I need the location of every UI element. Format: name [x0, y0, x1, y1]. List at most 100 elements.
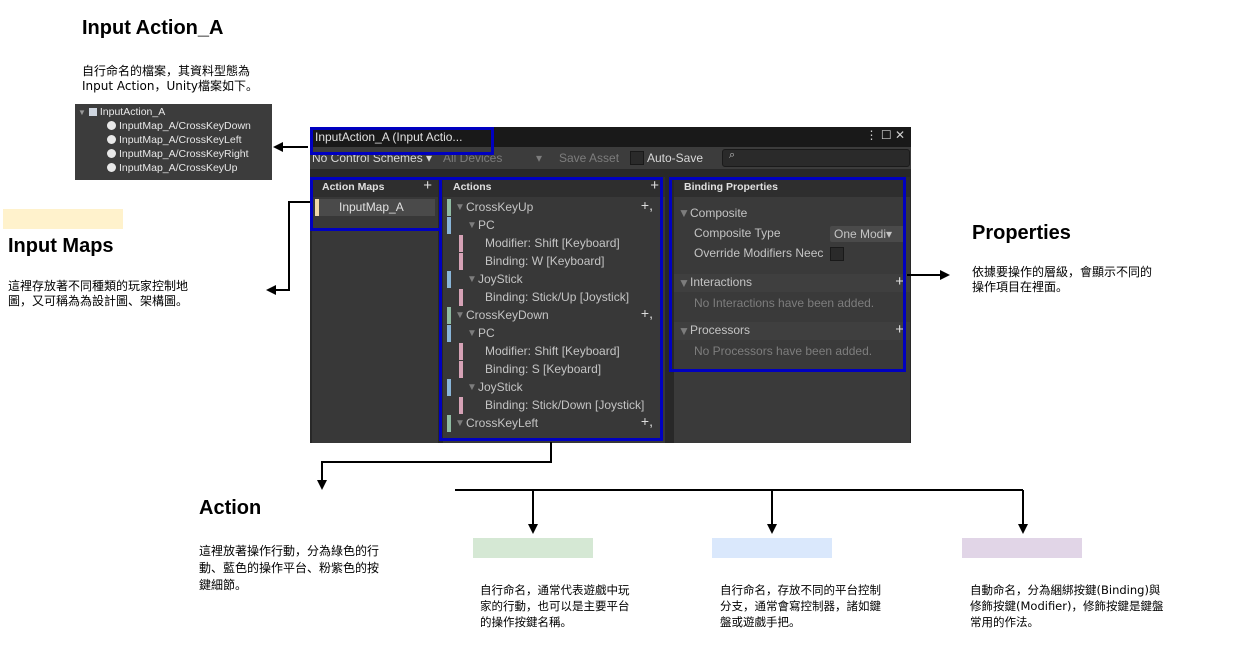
window-titlebar: InputAction_A (Input Actio... ⋮ ☐ ✕ [310, 127, 911, 147]
actions-highlight [439, 177, 663, 441]
platform-row[interactable]: ▼JoyStick [447, 379, 661, 396]
binding-color-bar [459, 235, 463, 252]
tree-item-label: InputMap_A/CrossKeyUp [119, 162, 238, 174]
platform-color-bar [447, 271, 451, 288]
processors-label: Processors [690, 323, 751, 337]
composite-type-row: Composite Type [694, 225, 906, 242]
expand-triangle-icon: ▼ [678, 324, 690, 338]
binding-row[interactable]: Modifier: Shift [Keyboard] [447, 343, 661, 360]
override-modifiers-checkbox[interactable] [830, 247, 844, 261]
search-input[interactable]: ⌕ [722, 149, 910, 167]
action-maps-panel: Action Maps + InputMap_A [312, 177, 438, 443]
binding-row[interactable]: Binding: Stick/Down [Joystick] [447, 397, 661, 414]
action-row[interactable]: ▼CrossKeyLeft+, [447, 413, 661, 432]
add-binding-button[interactable]: +, [640, 305, 653, 321]
actions-header-label: Actions [453, 181, 492, 193]
tree-item: InputMap_A/CrossKeyUp [107, 162, 237, 175]
auto-save-checkbox[interactable] [630, 151, 644, 165]
project-tree-thumbnail: ▼ InputAction_A InputMap_A/CrossKeyDown … [75, 104, 272, 180]
save-asset-button[interactable]: Save Asset [559, 151, 620, 165]
platform-row[interactable]: ▼JoyStick [447, 271, 661, 288]
window-title-highlight [310, 127, 494, 155]
action-color-bar [447, 199, 451, 216]
expand-triangle-icon: ▼ [467, 328, 477, 339]
platform-color-bar [447, 217, 451, 234]
platform-row-label: PC [478, 218, 495, 232]
tree-item-label: InputMap_A/CrossKeyLeft [119, 134, 242, 146]
binding-color-bar [459, 289, 463, 306]
action-map-item[interactable]: InputMap_A [315, 199, 435, 216]
tree-item: InputMap_A/CrossKeyDown [107, 120, 251, 133]
processors-section[interactable]: ▼ Processors + [674, 321, 910, 340]
tree-root-label: InputAction_A [99, 106, 166, 118]
arrow-input-maps [266, 201, 310, 295]
action-desc: 這裡放著操作行動，分為綠色的行 動、藍色的操作平台、粉紫色的按 鍵細節。 [199, 544, 380, 592]
interactions-empty-text: No Interactions have been added. [694, 296, 875, 310]
green-note: 自行命名，通常代表遊戲中玩 家的行動，也可以是主要平台 的操作按鍵名稱。 [480, 583, 630, 629]
input-action-icon [107, 163, 116, 172]
interactions-label: Interactions [690, 275, 753, 289]
chevron-down-icon[interactable]: ▾ [536, 151, 543, 165]
binding-row-label: Modifier: Shift [Keyboard] [485, 344, 620, 358]
action-row-label: CrossKeyLeft [466, 416, 539, 430]
add-processor-button[interactable]: + [895, 321, 904, 338]
binding-color-bar [459, 253, 463, 270]
platform-color-bar [447, 325, 451, 342]
override-modifiers-label: Override Modifiers Neec [694, 246, 824, 260]
expand-triangle-icon: ▼ [455, 310, 465, 321]
map-color-bar [315, 199, 319, 216]
platform-row-label: PC [478, 326, 495, 340]
auto-save-label: Auto-Save [647, 151, 704, 165]
action-maps-header-label: Action Maps [322, 181, 385, 193]
add-action-button[interactable]: + [650, 177, 659, 194]
binding-row[interactable]: Modifier: Shift [Keyboard] [447, 235, 661, 252]
yellow-color-swatch [3, 209, 123, 229]
interactions-section[interactable]: ▼ Interactions + [674, 273, 910, 292]
platform-color-bar [447, 379, 451, 396]
expand-triangle-icon: ▼ [678, 206, 690, 220]
binding-row[interactable]: Binding: S [Keyboard] [447, 361, 661, 378]
blue-color-swatch [712, 538, 832, 558]
processors-empty-text: No Processors have been added. [694, 344, 873, 358]
platform-row[interactable]: ▼PC [447, 325, 661, 342]
binding-color-bar [459, 361, 463, 378]
search-icon: ⌕ [729, 149, 736, 161]
binding-row[interactable]: Binding: Stick/Up [Joystick] [447, 289, 661, 306]
platform-row[interactable]: ▼PC [447, 217, 661, 234]
binding-color-bar [459, 343, 463, 360]
override-modifiers-row: Override Modifiers Neec [694, 245, 906, 262]
composite-type-label: Composite Type [694, 226, 781, 240]
green-color-swatch [473, 538, 593, 558]
tree-item-label: InputMap_A/CrossKeyDown [119, 120, 251, 132]
add-interaction-button[interactable]: + [895, 273, 904, 290]
expand-triangle-icon: ▼ [467, 382, 477, 393]
arrow-action [317, 442, 552, 490]
binding-color-bar [459, 397, 463, 414]
input-maps-title: Input Maps [8, 235, 114, 257]
window-title: InputAction_A (Input Actio... [315, 130, 463, 144]
platform-row-label: JoyStick [478, 380, 523, 394]
window-controls[interactable]: ⋮ ☐ ✕ [865, 128, 905, 142]
tree-item: InputMap_A/CrossKeyLeft [107, 134, 242, 147]
composite-section[interactable]: ▼ Composite [678, 205, 906, 222]
action-color-bar [447, 307, 451, 324]
tree-item-label: InputMap_A/CrossKeyRight [119, 148, 249, 160]
binding-row-label: Binding: Stick/Down [Joystick] [485, 398, 645, 412]
input-action-title: Input Action_A [82, 17, 224, 39]
composite-type-dropdown[interactable]: One Modi▾ [830, 226, 906, 242]
platform-row-label: JoyStick [478, 272, 523, 286]
input-asset-icon [88, 108, 97, 116]
add-binding-button[interactable]: +, [640, 197, 653, 213]
input-action-icon [107, 135, 116, 144]
expand-triangle-icon: ▼ [678, 276, 690, 290]
binding-row[interactable]: Binding: W [Keyboard] [447, 253, 661, 270]
action-row[interactable]: ▼CrossKeyUp+, [447, 197, 661, 216]
add-action-map-button[interactable]: + [423, 177, 432, 194]
add-binding-button[interactable]: +, [640, 413, 653, 429]
action-row[interactable]: ▼CrossKeyDown+, [447, 305, 661, 324]
input-action-icon [107, 149, 116, 158]
composite-label: Composite [690, 206, 748, 220]
binding-row-label: Modifier: Shift [Keyboard] [485, 236, 620, 250]
